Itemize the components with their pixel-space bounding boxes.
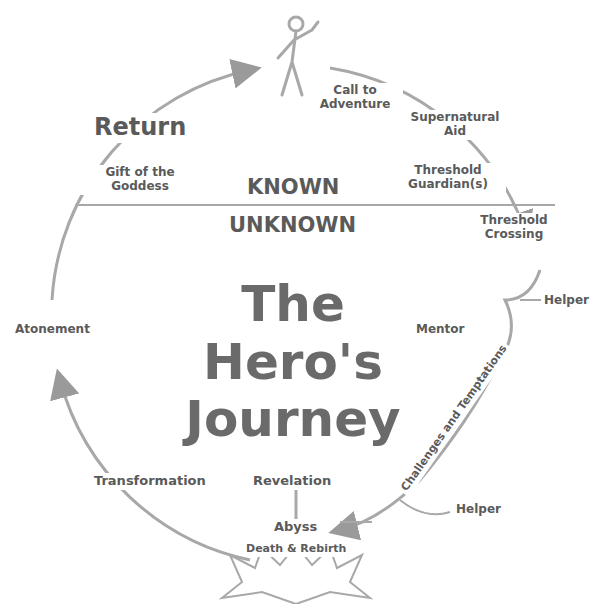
stage-label: Call to Adventure — [307, 83, 403, 113]
stage-label: Helper — [453, 502, 504, 518]
stage-label: Atonement — [12, 322, 93, 338]
stage-label: Threshold Crossing — [466, 213, 562, 243]
stage-label: Abyss — [271, 519, 320, 536]
stage-label: Revelation — [250, 473, 334, 490]
stage-label: Mentor — [413, 322, 468, 338]
diagram-title: The Hero's Journey — [173, 276, 413, 449]
stage-label: Death & Rebirth — [243, 542, 349, 557]
stage-label: Threshold Guardian(s) — [390, 163, 506, 193]
stage-label: Gift of the Goddess — [77, 165, 203, 195]
stage-label: Supernatural Aid — [402, 110, 508, 140]
stage-label: Transformation — [91, 473, 209, 490]
stage-label: Challenges and Temptations — [397, 340, 513, 497]
stage-label: UNKNOWN — [226, 212, 359, 238]
stage-label: KNOWN — [244, 174, 342, 200]
stage-label: Helper — [541, 293, 592, 309]
stage-label: Return — [91, 113, 189, 143]
